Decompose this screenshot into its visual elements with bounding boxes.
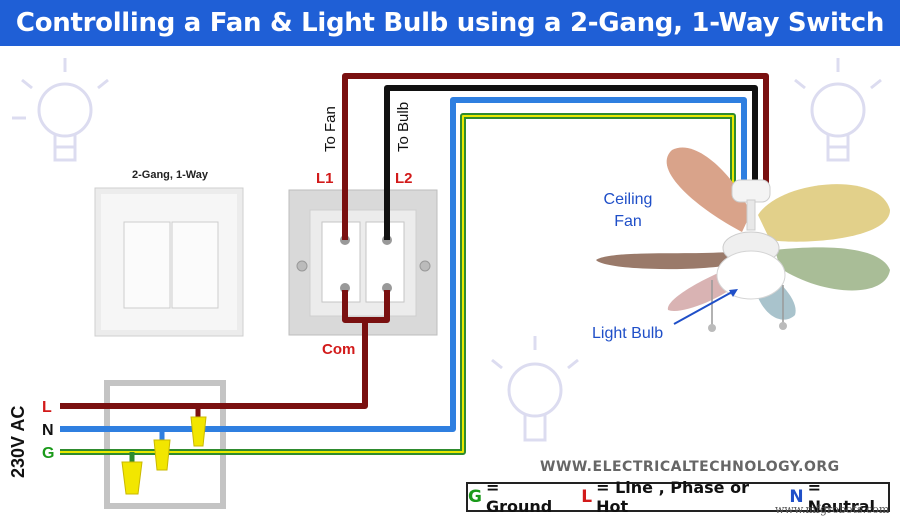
legend-n-text: = Neutral <box>807 478 876 516</box>
light-bulb-globe <box>716 250 786 300</box>
com-label: Com <box>322 341 355 358</box>
light-bulb-label: Light Bulb <box>592 325 663 342</box>
decorative-bulb-icon <box>12 58 109 162</box>
switch-rocker-left <box>123 221 171 309</box>
wire-connector <box>121 416 207 495</box>
switch-rocker-right <box>171 221 219 309</box>
ceiling-fan <box>596 147 890 332</box>
decorative-bulb-icon <box>794 58 882 162</box>
page-title: Controlling a Fan & Light Bulb using a 2… <box>0 0 900 46</box>
switch-box <box>288 189 438 336</box>
to-bulb-label: To Bulb <box>395 102 412 152</box>
fan-label-line1: Ceiling <box>604 191 653 208</box>
website-url: WWW.ELECTRICALTECHNOLOGY.ORG <box>540 459 840 475</box>
legend-l-text: = Line , Phase or Hot <box>596 478 749 516</box>
switch-panel: 2-Gang, 1-Way <box>94 169 244 337</box>
to-fan-label: To Fan <box>322 106 339 152</box>
supply-terminal-l: L <box>42 399 52 416</box>
decorative-bulb-icon <box>491 336 579 442</box>
fan-label-line2: Fan <box>614 213 642 230</box>
legend-g-key: G <box>468 487 482 507</box>
supply-terminal-n: N <box>42 422 54 439</box>
fan-feed-wire <box>342 73 769 240</box>
bulb-pointer-arrow <box>673 291 733 325</box>
supply-voltage-label: 230V AC <box>8 406 28 478</box>
legend-l-key: L <box>581 487 593 507</box>
l1-label: L1 <box>316 170 334 187</box>
supply-terminal-g: G <box>42 445 54 462</box>
legend-g-text: = Ground <box>485 478 553 516</box>
legend-n-key: N <box>789 487 804 507</box>
l2-label: L2 <box>395 170 413 187</box>
switch-panel-caption: 2-Gang, 1-Way <box>132 169 209 181</box>
legend: G = Ground L = Line , Phase or Hot N = N… <box>466 478 890 516</box>
bulb-feed-wire <box>384 85 758 240</box>
watermark: www.mfgrobots.com <box>775 503 890 516</box>
